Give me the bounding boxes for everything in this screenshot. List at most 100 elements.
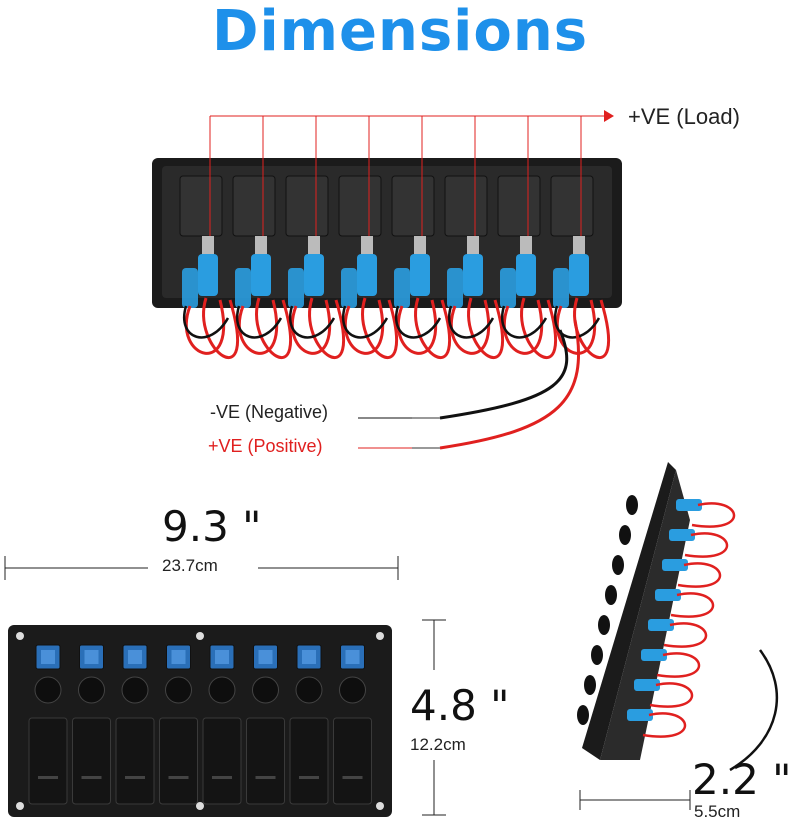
side-details <box>577 495 779 772</box>
blue-connector <box>251 254 271 296</box>
negative-lead-wire <box>439 329 569 420</box>
breaker-button <box>208 676 236 704</box>
blue-connector <box>288 268 304 308</box>
indicator-lens <box>128 650 142 664</box>
breaker-button <box>339 676 366 704</box>
side-red-wire <box>684 532 729 558</box>
black-wire-loop <box>395 305 442 339</box>
back-switch-body <box>232 175 276 237</box>
positive-label: +VE (Positive) <box>208 436 323 456</box>
width-centimeters: 23.7cm <box>162 556 218 575</box>
black-wire-loop <box>342 305 389 339</box>
mount-hole <box>16 632 24 640</box>
panel-side-view <box>582 462 690 760</box>
red-wire-loop <box>255 297 293 359</box>
indicator-lens <box>215 650 229 664</box>
indicator-lens <box>258 650 273 664</box>
terminal-tab <box>573 236 585 256</box>
rocker-mark <box>255 776 276 779</box>
negative-label: -VE (Negative) <box>210 402 329 422</box>
rocker-switch <box>333 717 372 805</box>
side-red-wire <box>663 622 708 648</box>
side-red-wire <box>649 682 694 708</box>
black-wire-loop <box>183 305 230 339</box>
breaker-button <box>121 676 149 704</box>
rocker-mark <box>125 776 145 779</box>
blue-connector <box>447 268 463 308</box>
width-dimension-line <box>4 556 399 580</box>
back-switch-body <box>497 175 541 237</box>
breaker-button <box>295 676 323 704</box>
side-connector <box>655 589 681 601</box>
side-breaker-knob <box>591 645 603 665</box>
mount-hole <box>196 802 204 810</box>
back-switch-body <box>179 175 223 237</box>
terminal-tab <box>361 236 373 256</box>
red-wire-loop <box>520 297 558 359</box>
side-red-wire <box>656 652 701 678</box>
terminal-tab <box>414 236 426 256</box>
red-wire-loop <box>361 297 399 359</box>
depth-inches: 2.2 " <box>692 755 792 804</box>
side-breaker-knob <box>626 495 638 515</box>
side-connector <box>641 649 667 661</box>
mount-hole <box>196 632 204 640</box>
terminal-tab <box>202 236 214 256</box>
height-inches: 4.8 " <box>410 681 510 730</box>
back-switch-body <box>338 175 382 237</box>
rocker-switch <box>159 717 198 805</box>
wire-harness <box>183 297 611 450</box>
black-wire-loop <box>554 305 601 339</box>
rocker-mark <box>299 776 319 779</box>
front-switch-group <box>28 644 372 805</box>
indicator-lens <box>84 650 99 664</box>
black-wire-loop <box>236 305 283 339</box>
black-wire-loop <box>289 305 336 339</box>
rocker-mark <box>168 776 189 779</box>
side-connector <box>634 679 660 691</box>
load-arrow <box>604 110 614 122</box>
terminal-tab <box>520 236 532 256</box>
height-dimension-line <box>422 619 446 816</box>
side-connector <box>676 499 702 511</box>
side-breaker-knob <box>598 615 610 635</box>
blue-connector <box>341 268 357 308</box>
black-wire-loop <box>501 305 548 339</box>
blue-connector <box>198 254 218 296</box>
side-breaker-knob <box>619 525 631 545</box>
red-wire-loop <box>573 297 611 359</box>
width-inches: 9.3 " <box>162 502 262 551</box>
panel-back-inner <box>162 166 612 298</box>
rocker-switch <box>246 717 285 805</box>
side-connector <box>662 559 688 571</box>
height-centimeters: 12.2cm <box>410 735 466 754</box>
blue-connector <box>357 254 377 296</box>
red-wire-loop <box>308 297 346 359</box>
indicator-lens <box>302 650 316 664</box>
load-label: +VE (Load) <box>628 104 740 129</box>
back-switch-body <box>391 175 435 237</box>
side-connector <box>669 529 695 541</box>
terminal-tab <box>255 236 267 256</box>
back-switch-body <box>550 175 594 237</box>
load-lines <box>209 110 614 236</box>
mount-hole <box>16 802 24 810</box>
blue-connector <box>569 254 589 296</box>
blue-connector <box>410 254 430 296</box>
side-red-wire <box>691 502 736 528</box>
back-switch-group <box>179 175 594 308</box>
blue-connector <box>463 254 483 296</box>
blue-connector <box>394 268 410 308</box>
mount-hole <box>376 802 384 810</box>
side-breaker-knob <box>584 675 596 695</box>
indicator-lens <box>41 650 55 664</box>
breaker-button <box>252 676 279 704</box>
side-red-wire <box>670 592 715 618</box>
red-wire-loop <box>202 297 240 359</box>
rocker-mark <box>212 776 232 779</box>
blue-connector <box>182 268 198 308</box>
breaker-button <box>34 676 62 704</box>
side-breaker-knob <box>577 705 589 725</box>
blue-connector <box>500 268 516 308</box>
